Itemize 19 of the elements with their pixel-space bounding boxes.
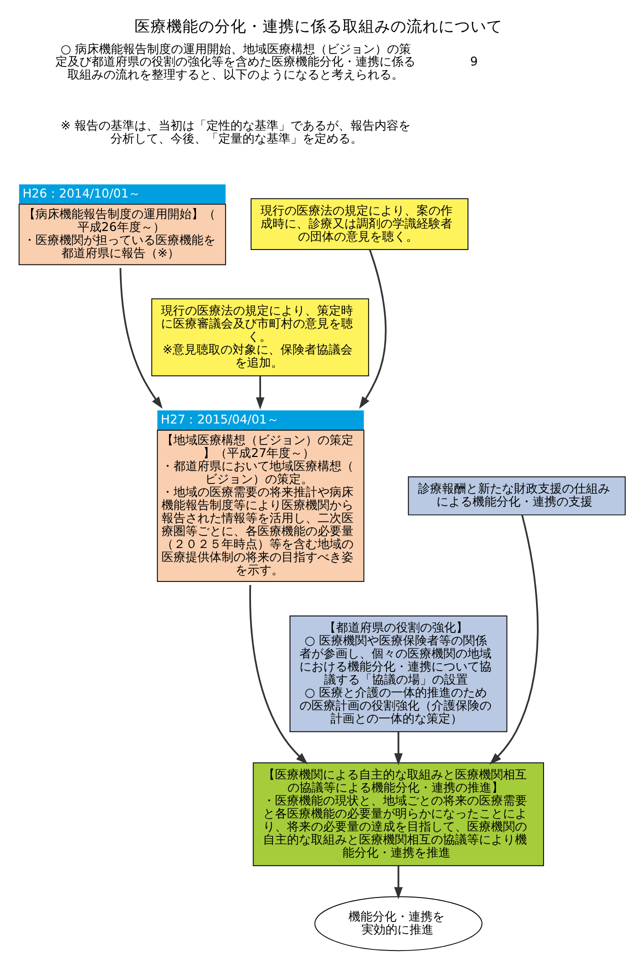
- node-box: 【都道府県の役割の強化】 ○ 医療機関や医療保険者等の関係者が参画し、個々の医療機関の地域における機能分化・連携について協議する「協議の場」の設置 ○ 医療と介護の一体的推進のための医療計画の役割強化（介護保険の計画との一体的な策定）: [290, 616, 508, 732]
- node-ellipse: 機能分化・連携を実効的に推進: [314, 896, 482, 952]
- arrow: [394, 866, 403, 900]
- node-box: 現行の医療法の規定により、案の作成時に、診療又は調剤の学識経験者の団体の意見を聴く。: [250, 198, 468, 250]
- arrow: [359, 249, 387, 409]
- node-label: H26：2014/10/01～: [22, 186, 141, 201]
- node-box: 現行の医療法の規定により、策定時に医療審議会及び市町村の意見を聴く。 ※意見聴取の対象に、保険者協議会を追加。: [151, 298, 370, 376]
- node-box: 【医療機関による自主的な取組みと医療機関相互の協議等による機能分化・連携の推進】 ・医療機能の現状と、地域ごとの将来の医療需要と各医療機能の必要量が明らかになったことにより、将来の必要量の達成を目指して、医療機関の自主的な取組みと医療機関相互の協議等により機能分化・連携を推進: [252, 762, 544, 866]
- arrow: [120, 268, 163, 409]
- node-label: H27：2015/04/01～: [160, 412, 279, 426]
- node-box: 診療報酬と新たな財政支援の仕組みによる機能分化・連携の支援: [408, 476, 626, 516]
- arrow: [490, 514, 539, 765]
- diagram-title: 医療機能の分化・連携に係る取組みの流れについて: [134, 17, 502, 36]
- arrow: [394, 732, 403, 766]
- label: ※ 報告の基準は、当初は「定性的な基準」であるが、報告内容を分析して、今後、「定量的な基準」を定める。: [60, 118, 411, 146]
- label: 9: [470, 54, 478, 69]
- arrow: [256, 376, 264, 410]
- arrow: [249, 584, 308, 764]
- label: ○ 病床機能報告制度の運用開始、地域医療構想（ビジョン）の策定及び都道府県の役割の強化等を含めた医療機能分化・連携に係る取組みの流れを整理すると、以下のようになると考えられる。: [55, 42, 416, 82]
